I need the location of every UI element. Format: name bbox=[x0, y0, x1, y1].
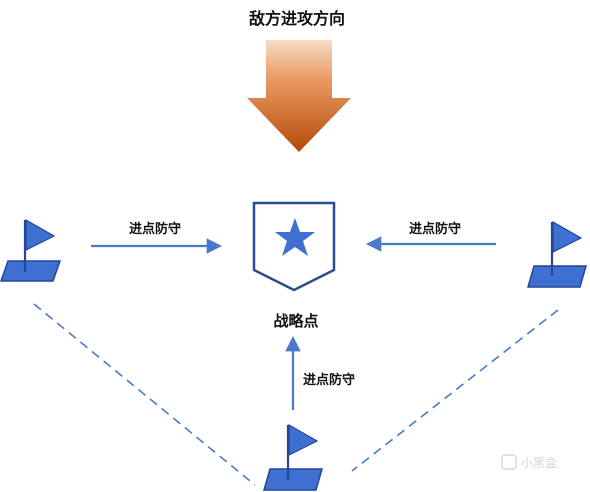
right-defense-label: 进点防守 bbox=[409, 221, 461, 237]
direction-title: 敌方进攻方向 bbox=[249, 9, 345, 28]
bottom-flag bbox=[263, 423, 323, 491]
star-icon bbox=[275, 218, 315, 256]
right-flag bbox=[527, 220, 587, 288]
flag-icon bbox=[25, 218, 56, 251]
watermark: 小黑盒 bbox=[501, 454, 557, 470]
enemy-direction-arrow bbox=[247, 40, 351, 152]
watermark-text: 小黑盒 bbox=[521, 455, 557, 470]
left-dashed-line bbox=[33, 303, 256, 486]
strategic-point bbox=[252, 201, 336, 292]
left-defense-label: 进点防守 bbox=[129, 221, 181, 237]
left-flag bbox=[0, 218, 62, 282]
flag-icon bbox=[552, 220, 583, 253]
right-dashed-line bbox=[351, 309, 559, 472]
bottom-defense-label: 进点防守 bbox=[303, 372, 355, 388]
flag-base bbox=[0, 260, 62, 282]
flag-icon bbox=[288, 423, 319, 456]
watermark-logo-icon bbox=[501, 454, 517, 470]
down-arrow-icon bbox=[247, 40, 351, 152]
strategic-point-label: 战略点 bbox=[273, 312, 318, 330]
flag-base bbox=[527, 265, 587, 288]
flag-base bbox=[263, 468, 323, 491]
